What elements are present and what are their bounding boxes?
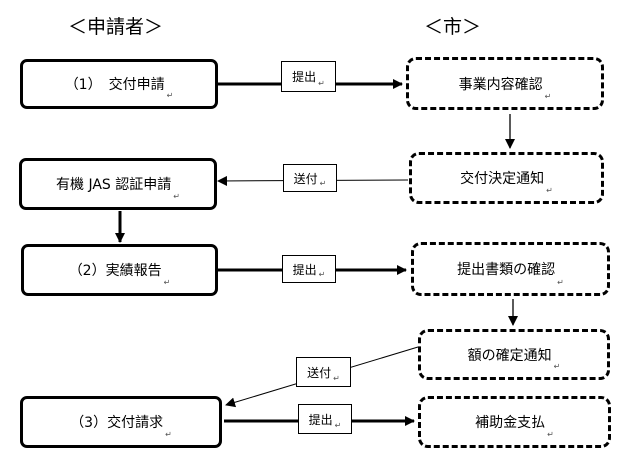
return-mark: ↵ xyxy=(163,278,171,287)
label-send-1: 送付↵ xyxy=(283,164,337,192)
label-send-2: 送付↵ xyxy=(296,357,351,387)
return-mark: ↵ xyxy=(165,430,172,439)
return-mark: ↵ xyxy=(333,374,340,383)
step-grant-decision-notice-label: 交付決定通知 xyxy=(460,171,545,187)
return-mark: ↵ xyxy=(166,91,174,100)
step-grant-application-label: （1） 交付申請 xyxy=(64,77,165,93)
return-mark: ↵ xyxy=(553,362,561,371)
step-business-review: 事業内容確認↵ xyxy=(406,57,604,110)
return-mark: ↵ xyxy=(544,92,552,101)
city-header: ＜市＞ xyxy=(424,16,482,38)
step-grant-claim: （3）交付請求↵ xyxy=(20,396,222,448)
applicant-header: ＜申請者＞ xyxy=(68,16,164,38)
step-jas-certification-label: 有機 JAS 認証申請 xyxy=(56,177,172,193)
step-grant-claim-label: （3）交付請求 xyxy=(70,415,164,431)
step-subsidy-payment: 補助金支払↵ xyxy=(418,396,611,448)
step-grant-decision-notice: 交付決定通知↵ xyxy=(409,152,604,204)
label-submit-3: 提出↵ xyxy=(298,404,352,434)
step-grant-application: （1） 交付申請↵ xyxy=(20,59,218,109)
return-mark: ↵ xyxy=(557,278,564,287)
step-amount-confirmation-notice: 額の確定通知↵ xyxy=(418,329,610,380)
label-submit-1-text: 提出 xyxy=(292,70,317,84)
label-submit-2: 提出↵ xyxy=(282,255,336,283)
step-document-check-label: 提出書類の確認 xyxy=(457,262,556,278)
label-send-1-text: 送付 xyxy=(293,171,318,186)
label-send-2-text: 送付 xyxy=(307,365,332,380)
return-mark: ↵ xyxy=(173,192,180,201)
label-submit-3-text: 提出 xyxy=(308,412,333,427)
step-document-check: 提出書類の確認↵ xyxy=(411,242,610,296)
step-performance-report-label: （2）実績報告 xyxy=(68,263,162,279)
return-mark: ↵ xyxy=(546,186,553,195)
step-amount-confirmation-notice-label: 額の確定通知 xyxy=(467,347,552,364)
label-submit-1: 提出↵ xyxy=(281,61,336,92)
return-mark: ↵ xyxy=(319,179,327,188)
step-performance-report: （2）実績報告↵ xyxy=(21,244,218,296)
step-jas-certification: 有機 JAS 認証申請↵ xyxy=(19,158,217,210)
step-subsidy-payment-label: 補助金支払 xyxy=(475,415,546,431)
return-mark: ↵ xyxy=(547,430,554,439)
return-mark: ↵ xyxy=(334,421,342,430)
return-mark: ↵ xyxy=(318,270,326,279)
label-submit-2-text: 提出 xyxy=(292,262,317,277)
return-mark: ↵ xyxy=(318,79,325,88)
step-business-review-label: 事業内容確認 xyxy=(458,76,543,93)
